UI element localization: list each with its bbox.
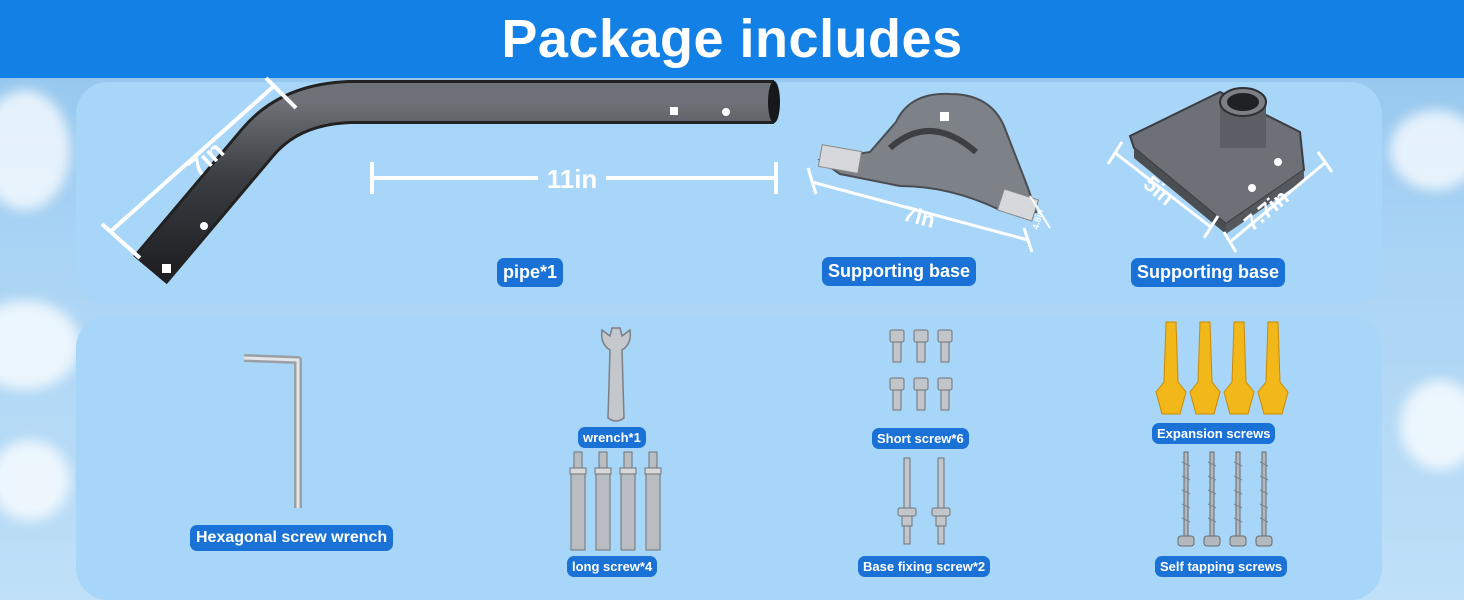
wrench-label: wrench*1 xyxy=(578,427,646,448)
background-cloud xyxy=(1400,380,1464,470)
long-screw-label: long screw*4 xyxy=(567,556,658,577)
self-tapping-screws-image xyxy=(1177,451,1273,547)
expansion-screws-image xyxy=(1155,321,1289,415)
header-banner: Package includes xyxy=(0,0,1464,78)
supporting-base-2-image: 5in 7.7in xyxy=(1106,87,1334,253)
base-fixing-screws-image xyxy=(897,457,951,545)
hex-wrench-label: Hexagonal screw wrench xyxy=(190,525,394,551)
background-cloud xyxy=(0,440,70,520)
page-title: Package includes xyxy=(501,9,963,69)
background-cloud xyxy=(0,300,80,390)
long-screws-image xyxy=(569,451,662,551)
hex-wrench-image xyxy=(243,354,302,508)
wrench-image xyxy=(600,327,632,422)
self-tapping-screws-label: Self tapping screws xyxy=(1155,556,1288,577)
supporting-base-1-image: 7in 4.8in xyxy=(806,92,1051,253)
base-fixing-screw-label: Base fixing screw*2 xyxy=(858,556,991,577)
expansion-screws-label: Expansion screws xyxy=(1152,423,1276,444)
pipe-image: 7in 11in xyxy=(100,76,780,285)
background-cloud xyxy=(0,90,70,210)
supporting-base-2-label: Supporting base xyxy=(1131,258,1286,287)
background-cloud xyxy=(1390,110,1464,190)
short-screw-label: Short screw*6 xyxy=(872,428,969,449)
base1-length-dimension: 7in xyxy=(901,201,938,233)
pipe-straight-dimension: 11in xyxy=(547,164,598,194)
supporting-base-1-label: Supporting base xyxy=(822,257,977,286)
short-screws-image xyxy=(889,329,953,411)
pipe-label: pipe*1 xyxy=(497,258,564,287)
